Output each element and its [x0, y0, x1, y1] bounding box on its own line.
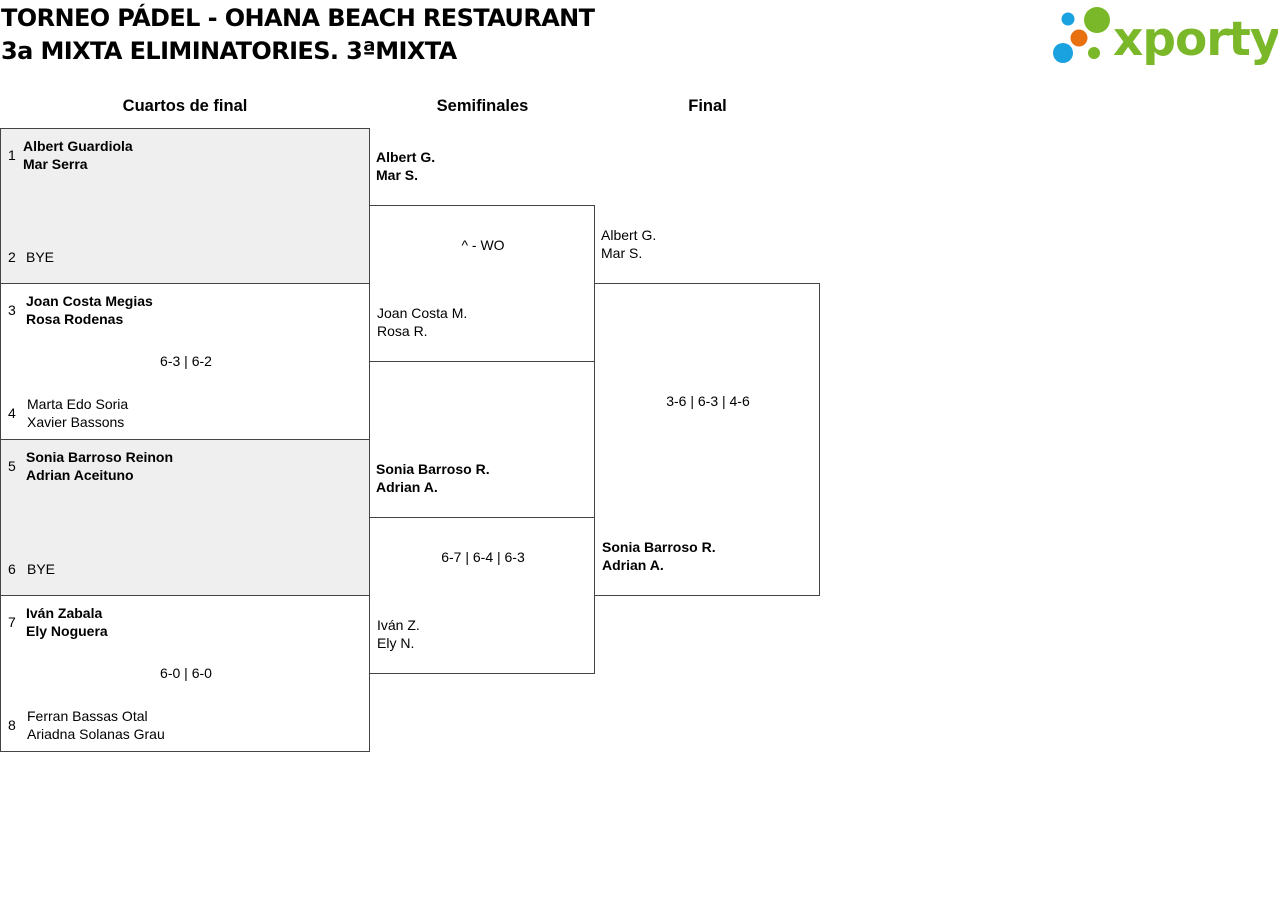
team-name-bye: BYE: [26, 248, 54, 266]
sf-1-team-winner[interactable]: Albert G. Mar S.: [376, 148, 435, 184]
player-name: Ferran Bassas Otal: [27, 708, 148, 724]
team-name-loser[interactable]: Ferran Bassas Otal Ariadna Solanas Grau: [27, 707, 165, 743]
seed-number: 6: [8, 561, 16, 577]
team-name-loser[interactable]: Iván Z. Ely N.: [377, 616, 420, 652]
qf-match-1[interactable]: 1 Albert Guardiola Mar Serra 2 BYE: [0, 128, 370, 284]
player-name: Joan Costa M.: [377, 305, 468, 321]
round-header-final: Final: [688, 97, 727, 115]
logo-dot-orange: [1070, 29, 1088, 47]
player-name: BYE: [27, 561, 56, 577]
player-name: Ely Noguera: [26, 623, 108, 639]
seed-number: 2: [8, 249, 16, 265]
match-score: ^ - WO: [461, 237, 505, 253]
player-name: Rosa Rodenas: [26, 311, 124, 327]
player-name: Rosa R.: [377, 323, 428, 339]
qf-match-3[interactable]: 5 Sonia Barroso Reinon Adrian Aceituno 6…: [0, 439, 370, 596]
player-name: Albert G.: [601, 227, 657, 243]
player-name: Joan Costa Megias: [26, 293, 153, 309]
logo-dot-green-small: [1088, 47, 1100, 59]
player-name: Mar Serra: [23, 156, 88, 172]
player-name: Marta Edo Soria: [27, 396, 129, 412]
seed-number: 5: [8, 458, 16, 474]
player-name: Adrian A.: [376, 479, 438, 495]
match-score: 6-0 | 6-0: [160, 665, 212, 681]
player-name: Mar S.: [601, 245, 643, 261]
match-score: 6-3 | 6-2: [160, 353, 212, 369]
final-team-winner[interactable]: Sonia Barroso R. Adrian A.: [602, 538, 716, 574]
player-name: Xavier Bassons: [27, 414, 125, 430]
player-name: BYE: [26, 249, 55, 265]
logo-dot-blue-top: [1061, 12, 1075, 26]
team-name-winner[interactable]: Joan Costa Megias Rosa Rodenas: [26, 292, 153, 328]
sf-match-1[interactable]: ^ - WO Joan Costa M. Rosa R.: [369, 205, 595, 362]
xporty-logo[interactable]: xporty: [1050, 3, 1278, 67]
player-name: Ely N.: [377, 635, 415, 651]
round-header-quarterfinals: Cuartos de final: [122, 97, 248, 115]
match-score: 3-6 | 6-3 | 4-6: [666, 393, 750, 409]
player-name: Sonia Barroso Reinon: [26, 449, 174, 465]
final-team-top[interactable]: Albert G. Mar S.: [601, 226, 656, 262]
team-name-winner[interactable]: Iván Zabala Ely Noguera: [26, 604, 108, 640]
logo-dot-green: [1084, 7, 1110, 33]
seed-number: 8: [8, 717, 16, 733]
seed-number: 4: [8, 405, 16, 421]
player-name: Iván Z.: [377, 617, 420, 633]
team-name-loser[interactable]: Marta Edo Soria Xavier Bassons: [27, 395, 128, 431]
tournament-title: TORNEO PÁDEL - OHANA BEACH RESTAURANT: [1, 4, 595, 32]
seed-number: 3: [8, 302, 16, 318]
sf-match-2[interactable]: 6-7 | 6-4 | 6-3 Iván Z. Ely N.: [369, 517, 595, 674]
sf-2-team-winner[interactable]: Sonia Barroso R. Adrian A.: [376, 460, 490, 496]
qf-match-4[interactable]: 7 Iván Zabala Ely Noguera 6-0 | 6-0 8 Fe…: [0, 595, 370, 752]
player-name: Adrian Aceituno: [26, 467, 134, 483]
seed-number: 7: [8, 614, 16, 630]
logo-dot-blue-bottom: [1053, 43, 1073, 63]
seed-number: 1: [8, 147, 16, 163]
final-match[interactable]: 3-6 | 6-3 | 4-6 Sonia Barroso R. Adrian …: [594, 283, 820, 596]
qf-match-2[interactable]: 3 Joan Costa Megias Rosa Rodenas 6-3 | 6…: [0, 283, 370, 440]
player-name: Adrian A.: [602, 557, 664, 573]
match-score: 6-7 | 6-4 | 6-3: [441, 549, 525, 565]
team-name-winner[interactable]: Albert Guardiola Mar Serra: [23, 137, 133, 173]
team-name-loser[interactable]: Joan Costa M. Rosa R.: [377, 304, 467, 340]
round-header-semifinals: Semifinales: [436, 97, 529, 115]
logo-wordmark: xporty: [1113, 12, 1278, 67]
tournament-subtitle: 3a MIXTA ELIMINATORIES. 3ªMIXTA: [1, 37, 457, 65]
team-name-bye: BYE: [27, 560, 55, 578]
player-name: Albert Guardiola: [23, 138, 133, 154]
player-name: Ariadna Solanas Grau: [27, 726, 165, 742]
player-name: Mar S.: [376, 167, 419, 183]
player-name: Albert G.: [376, 149, 436, 165]
team-name-winner[interactable]: Sonia Barroso Reinon Adrian Aceituno: [26, 448, 173, 484]
player-name: Sonia Barroso R.: [376, 461, 490, 477]
player-name: Iván Zabala: [26, 605, 103, 621]
player-name: Sonia Barroso R.: [602, 539, 716, 555]
